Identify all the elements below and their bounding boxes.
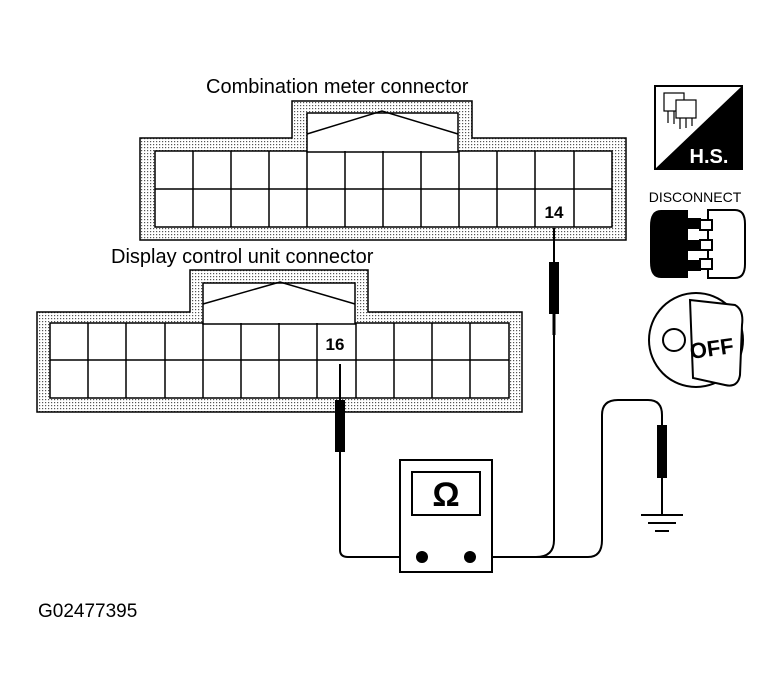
display-control-housing (49, 281, 510, 399)
ohmmeter-terminal-right (464, 551, 476, 563)
combination-meter-connector-title: Combination meter connector (206, 76, 469, 98)
harness-side-icon: H.S. (654, 85, 743, 170)
ground-icon (641, 514, 683, 532)
pin-14-label: 14 (545, 203, 564, 222)
harness-connector-icon (663, 92, 697, 129)
combination-meter-housing (154, 110, 613, 228)
display-control-unit-connector: Display control unit connector 16 (36, 246, 523, 413)
figure-code: G02477395 (38, 601, 137, 622)
display-control-unit-connector-title: Display control unit connector (111, 246, 374, 268)
pin-16-label: 16 (326, 335, 345, 354)
ohmmeter-terminal-left (416, 551, 428, 563)
ignition-off-key-icon: OFF (648, 292, 744, 388)
display-control-cavities (87, 323, 471, 398)
disconnect-label: DISCONNECT (649, 189, 742, 205)
combination-meter-connector: Combination meter connector 14 (139, 76, 627, 241)
female-connector-half (699, 209, 746, 279)
male-connector-half (650, 210, 701, 278)
probe-ground (470, 399, 667, 558)
ohmmeter: Ω (399, 459, 493, 573)
ohm-symbol: Ω (432, 476, 459, 514)
probe-pin-16 (335, 364, 422, 558)
disconnect-connector-icon: DISCONNECT (649, 189, 746, 279)
off-label: OFF (688, 333, 735, 364)
combination-meter-cavities (192, 151, 575, 227)
hs-label: H.S. (690, 146, 729, 168)
